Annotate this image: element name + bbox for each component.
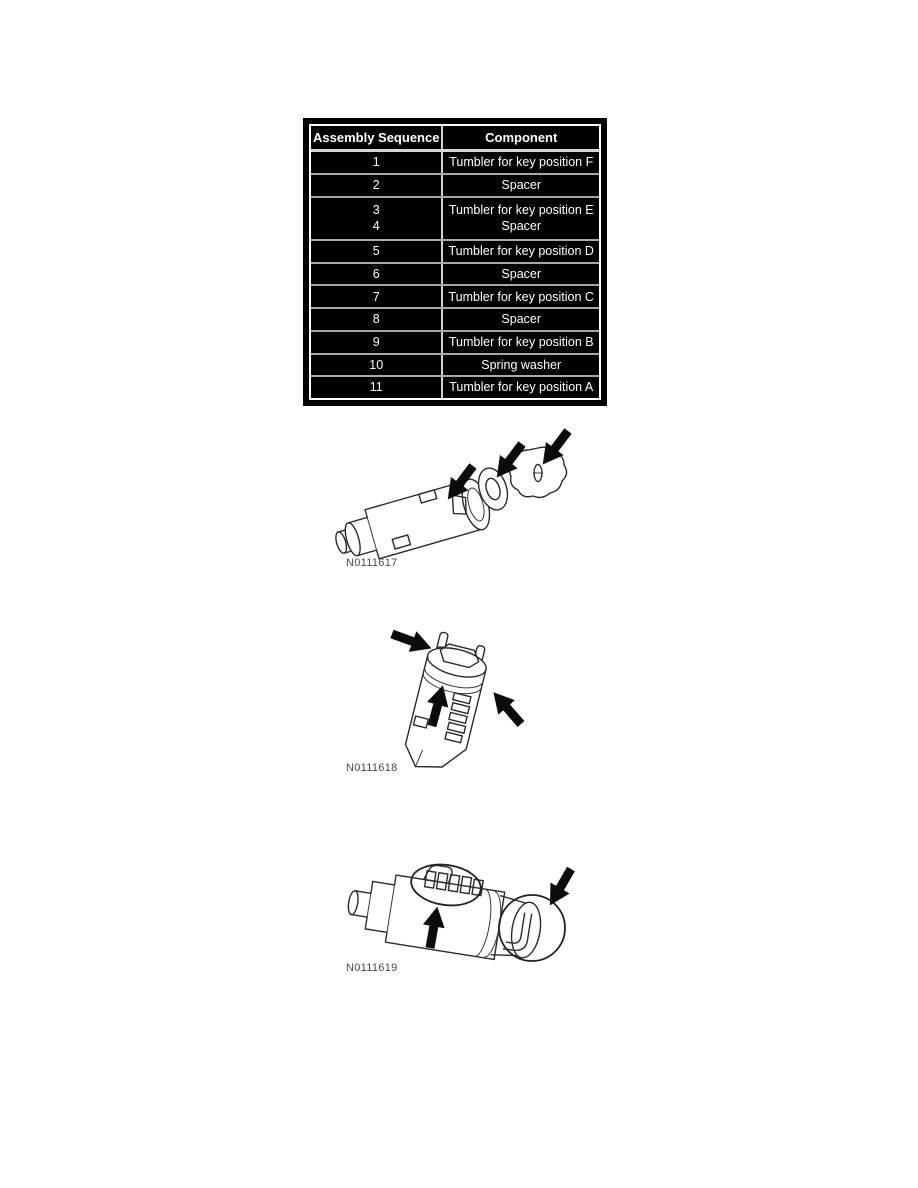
figure-number-label: N0111617 xyxy=(346,557,398,569)
callout-arrow-icon xyxy=(540,863,581,911)
circle-callout xyxy=(498,894,566,962)
table-row: 8 Spacer xyxy=(311,309,599,332)
component-cell: Spacer xyxy=(501,177,542,192)
component-cell: Spring washer xyxy=(481,357,562,372)
component-cell: Spacer xyxy=(501,266,542,281)
figure-lock-cylinder-exploded xyxy=(330,424,590,575)
seq-cell: 9 xyxy=(311,331,444,353)
component-cell: Tumbler for key position C xyxy=(448,289,594,304)
table-row: 9 Tumbler for key position B xyxy=(311,331,599,355)
assembly-sequence-table: Assembly Sequence Component 1 Tumbler fo… xyxy=(303,118,607,406)
table-row-merged: 3 4 Tumbler for key position E Spacer xyxy=(311,197,599,242)
cylinder-housing xyxy=(335,478,491,560)
seq-cell: 5 xyxy=(311,241,444,262)
seq-cell: 7 xyxy=(311,286,444,308)
component-cell: Spacer xyxy=(501,312,542,327)
component-cell: Tumbler for key position A xyxy=(449,380,594,395)
lock-cylinder-upright-illustration xyxy=(388,623,530,768)
column-header-assembly-sequence: Assembly Sequence xyxy=(311,126,444,150)
table-row: 11 Tumbler for key position A xyxy=(311,377,599,398)
figure-number-label: N0111618 xyxy=(346,762,398,774)
seq-cell: 8 xyxy=(311,309,444,330)
callout-arrow-icon xyxy=(485,685,530,732)
seq-cell: 10 xyxy=(311,354,444,376)
seq-cell: 6 xyxy=(311,263,444,285)
table-row: 1 Tumbler for key position F xyxy=(311,152,599,175)
seq-cell: 1 xyxy=(311,152,444,173)
oval-callout xyxy=(410,863,482,907)
table-row: 10 Spring washer xyxy=(311,354,599,378)
lock-cylinder-assembled-illustration xyxy=(347,863,581,962)
tumbler-slots xyxy=(444,691,472,744)
seq-cell: 2 xyxy=(311,174,444,196)
seq-cell: 3 4 xyxy=(311,197,444,240)
table-grid: Assembly Sequence Component 1 Tumbler fo… xyxy=(309,124,601,400)
component-cell: Tumbler for key position B xyxy=(448,334,594,349)
figure-number-label: N0111619 xyxy=(346,962,398,974)
table-row: 6 Spacer xyxy=(311,263,599,287)
table-row: 2 Spacer xyxy=(311,174,599,198)
seq-cell: 11 xyxy=(311,377,444,398)
cylinder-body xyxy=(347,864,542,961)
table-row: 7 Tumbler for key position C xyxy=(311,286,599,310)
lock-cylinder-exploded-illustration xyxy=(335,424,577,560)
spring-washer xyxy=(477,467,509,511)
figure-lock-cylinder-upright xyxy=(330,615,590,780)
component-cell: Tumbler for key position D xyxy=(448,244,594,259)
component-cell: Tumbler for key position E Spacer xyxy=(448,202,594,234)
column-header-component: Component xyxy=(485,130,558,146)
cylinder-body xyxy=(404,631,487,768)
figure-lock-cylinder-assembled xyxy=(330,843,610,983)
component-cell: Tumbler for key position F xyxy=(449,155,594,170)
table-header-row: Assembly Sequence Component xyxy=(311,126,599,153)
table-row: 5 Tumbler for key position D xyxy=(311,241,599,264)
